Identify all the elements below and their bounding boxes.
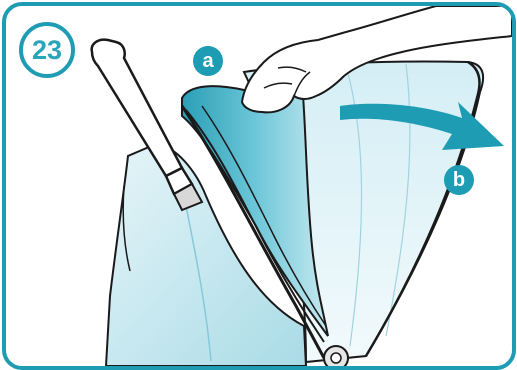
callout-a: a (193, 46, 223, 76)
wheel-icon (324, 346, 348, 366)
callout-b: b (444, 165, 474, 195)
step-number-badge: 23 (19, 22, 75, 78)
illustration (6, 6, 512, 366)
callout-a-label: a (202, 51, 213, 71)
step-number: 23 (32, 35, 62, 66)
callout-b-label: b (453, 170, 465, 190)
